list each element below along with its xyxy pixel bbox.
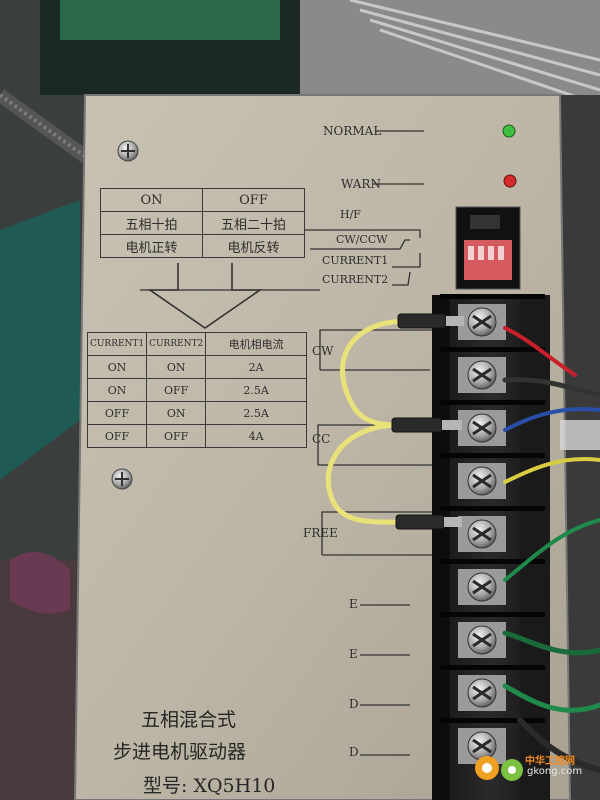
current1-switch-label: CURRENT1 [322,254,389,267]
cw-ccw-switch-label: CW/CCW [336,233,388,246]
current-cell: 2A [205,355,307,379]
current-cell: 4A [205,424,307,448]
current-cell: OFF [86,424,148,448]
blue-wire [503,407,600,432]
screw-slot [472,526,492,542]
mode-header-off: OFF [202,188,305,212]
mode-table-header: ON OFF [100,188,305,212]
yellow-wire [503,457,600,484]
terminal-separator [440,506,545,511]
mode-table-row: 五相十拍 五相二十拍 [100,211,305,235]
mode-header-on: ON [100,188,203,212]
normal-led-icon [502,124,516,138]
hf-switch-label: H/F [340,208,361,221]
screw-slot [472,314,492,330]
mode-cell: 电机反转 [202,234,305,258]
terminal-separator [440,559,545,564]
current-cell: OFF [146,424,207,448]
e-terminal-label: E [349,647,358,661]
current-cell: OFF [146,378,207,402]
watermark-text: 中华工控网 [525,756,575,767]
current-cell: OFF [86,401,148,425]
screw-slot [472,420,492,436]
screw-slot [472,738,492,754]
current-table-row: ON ON 2A [86,355,307,379]
red-wire [503,326,577,377]
mode-table-row: 电机正转 电机反转 [100,234,305,258]
gear-icon [475,756,523,781]
current-cell: ON [86,378,148,402]
warn-label: WARN [341,177,381,191]
current-table-row: ON OFF 2.5A [86,378,307,402]
mode-table: ON OFF 五相十拍 五相二十拍 电机正转 电机反转 [100,188,305,258]
ccw-terminal-label: CC [312,432,331,446]
terminal-separator [440,400,545,405]
plate-screw-icon [111,468,133,490]
current-cell: ON [146,355,207,379]
mode-cell: 五相十拍 [100,211,203,235]
current-table-row: OFF OFF 4A [86,424,307,448]
product-type-line1: 五相混合式 [141,709,237,731]
normal-label: NORMAL [323,124,382,138]
d-terminal-label: D [349,745,359,759]
cw-terminal-label: CW [312,344,334,358]
terminal-separator [440,665,545,670]
current-cell: ON [146,401,207,425]
screw-slot [472,632,492,648]
current-table-header: CURRENT1 CURRENT2 电机相电流 [86,332,307,356]
current-cell: ON [86,355,148,379]
product-type-line2: 步进电机驱动器 [113,741,247,763]
current-header-phase-current: 电机相电流 [205,332,307,356]
current-table: CURRENT1 CURRENT2 电机相电流 ON ON 2A ON OFF … [86,332,307,448]
free-terminal-label: FREE [303,526,338,540]
plate-screw-icon [117,140,139,162]
mode-cell: 五相二十拍 [202,211,305,235]
terminal-separator [440,718,545,723]
yellow-jumper-wires [325,318,413,525]
terminal-separator [440,347,545,352]
current-table-row: OFF ON 2.5A [86,401,307,425]
screw-slot [472,685,492,701]
warn-led-icon [503,174,517,188]
black-wire [502,377,600,398]
current2-switch-label: CURRENT2 [322,273,389,286]
d-terminal-label: D [349,697,359,711]
terminal-separator [440,453,545,458]
screw-slot [472,473,492,489]
teal-panel [0,200,80,480]
current-cell: 2.5A [205,378,307,402]
mode-cell: 电机正转 [100,234,203,258]
current-header-current2: CURRENT2 [146,332,207,356]
screw-slot [472,367,492,383]
ribbon-cable [300,0,600,95]
e-terminal-label: E [349,597,358,611]
terminal-separator [440,612,545,617]
current-header-current1: CURRENT1 [86,332,148,356]
green-wire [503,518,600,582]
terminal-separator [440,294,545,299]
model-number: 型号: XQ5H10 [143,775,276,797]
screw-slot [472,579,492,595]
watermark-url: gkong.com [527,766,583,777]
current-cell: 2.5A [205,401,307,425]
